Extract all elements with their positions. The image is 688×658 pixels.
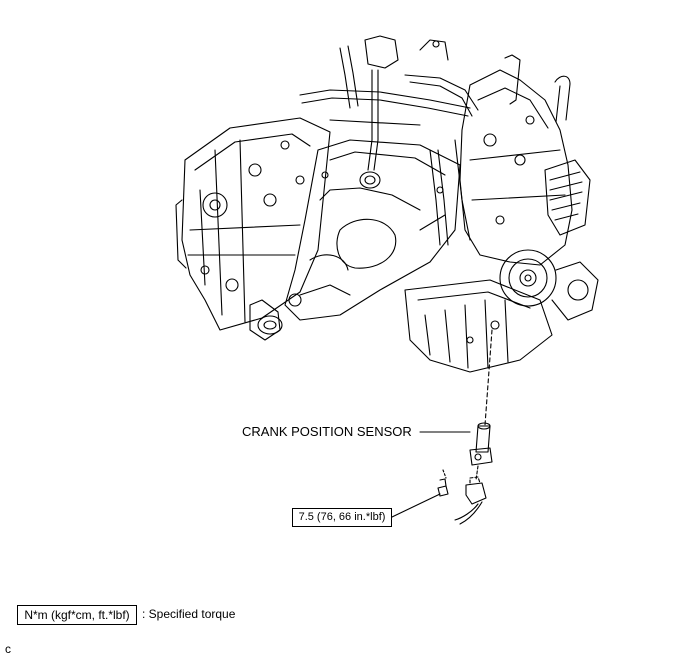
transaxle-housing bbox=[175, 117, 331, 341]
crank-position-sensor-icon bbox=[469, 422, 493, 466]
engine-block bbox=[459, 69, 591, 266]
connector-leader bbox=[475, 465, 479, 481]
intake-manifold bbox=[284, 139, 461, 321]
bolt-torque-box: 7.5 (76, 66 in.*lbf) bbox=[292, 508, 392, 527]
sensor-installation-leader bbox=[484, 329, 493, 426]
crank-position-sensor-label: CRANK POSITION SENSOR bbox=[242, 424, 412, 439]
sensor-connector-icon bbox=[454, 476, 487, 525]
top-hoses bbox=[299, 35, 571, 246]
legend-description: : Specified torque bbox=[142, 607, 236, 621]
torque-callout-line bbox=[391, 493, 441, 518]
torque-unit-legend-box: N*m (kgf*cm, ft.*lbf) bbox=[17, 605, 137, 625]
illustration-code: c bbox=[5, 642, 11, 656]
bolt-icon bbox=[437, 469, 449, 497]
oil-pan bbox=[404, 279, 553, 373]
crank-pulley bbox=[499, 249, 599, 321]
